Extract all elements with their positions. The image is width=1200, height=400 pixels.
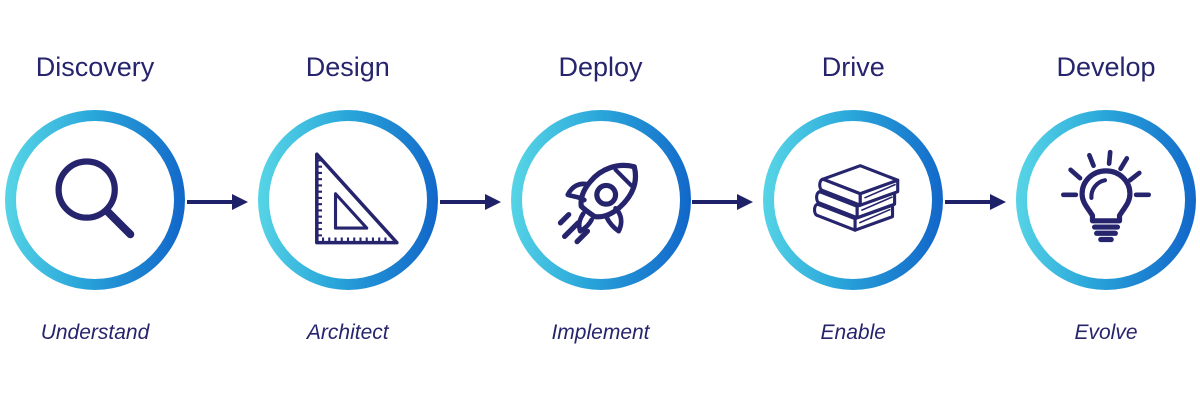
stage-title: Design	[305, 52, 390, 82]
stage-subtitle: Enable	[820, 321, 886, 344]
stage-circle	[510, 110, 691, 290]
books-icon	[813, 164, 900, 232]
stage-title: Deploy	[558, 52, 643, 82]
stage-drive: Drive	[763, 0, 944, 345]
stage-subtitle: Architect	[306, 321, 389, 344]
set-square-icon	[314, 152, 399, 245]
stage-develop: Develop	[1016, 0, 1196, 345]
stage-row: Discovery Understand Design	[5, 0, 1196, 345]
stage-title: Drive	[821, 52, 885, 82]
stage-deploy: Deploy Implement	[510, 0, 691, 345]
stage-title: Develop	[1056, 52, 1156, 82]
stage-subtitle: Understand	[40, 321, 150, 344]
magnifier-icon	[55, 158, 135, 239]
flow-arrow-icon	[945, 194, 1006, 210]
lightbulb-icon	[1061, 149, 1151, 243]
flow-arrow-icon	[187, 194, 248, 210]
rocket-icon	[557, 162, 638, 245]
stage-subtitle: Evolve	[1074, 321, 1138, 344]
stage-circle	[763, 110, 944, 290]
stage-circle	[5, 110, 185, 290]
stage-subtitle: Implement	[551, 321, 650, 344]
flow-arrow-icon	[440, 194, 501, 210]
stage-design: Design Architect	[257, 0, 438, 345]
stage-discovery: Discovery Understand	[5, 0, 185, 345]
stage-circle	[1016, 110, 1196, 290]
stage-circle	[257, 110, 438, 290]
flow-arrow-icon	[692, 194, 753, 210]
stage-title: Discovery	[35, 52, 155, 82]
